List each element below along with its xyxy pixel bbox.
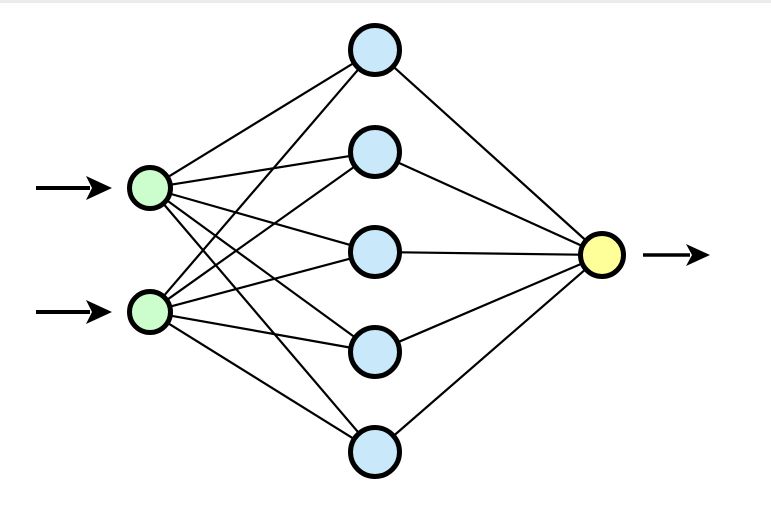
arrow-head bbox=[86, 176, 112, 200]
neuron-input-2[interactable] bbox=[127, 289, 173, 335]
connection-edge bbox=[392, 65, 587, 242]
connection-edge bbox=[167, 322, 355, 440]
connection-edge bbox=[170, 154, 351, 186]
arrow-head bbox=[86, 300, 112, 324]
neuron-hidden-3[interactable] bbox=[348, 225, 402, 279]
neuron-input-1[interactable] bbox=[127, 165, 173, 211]
connection-edge bbox=[162, 203, 360, 434]
edges-group bbox=[162, 62, 587, 440]
connection-edge bbox=[170, 257, 352, 308]
top-band-divider bbox=[0, 0, 771, 3]
connection-edge bbox=[170, 314, 351, 349]
input-arrow-bottom bbox=[36, 300, 112, 324]
nodes-group bbox=[127, 23, 626, 479]
neuron-hidden-5[interactable] bbox=[348, 425, 402, 479]
neuron-hidden-4[interactable] bbox=[348, 325, 402, 379]
connection-edge bbox=[397, 161, 583, 247]
arrows-group bbox=[36, 176, 710, 324]
neuron-output-1[interactable] bbox=[578, 231, 626, 279]
connection-edge bbox=[399, 251, 581, 256]
neuron-hidden-1[interactable] bbox=[348, 23, 402, 77]
output-arrow bbox=[643, 244, 710, 266]
connection-edge bbox=[169, 192, 352, 247]
connection-edge bbox=[166, 165, 356, 301]
connection-edge bbox=[393, 268, 587, 437]
input-arrow-top bbox=[36, 176, 112, 200]
connection-edge bbox=[162, 68, 360, 297]
arrow-head bbox=[686, 244, 710, 266]
connection-edge bbox=[167, 62, 355, 178]
connection-edge bbox=[397, 262, 583, 344]
connection-edge bbox=[166, 199, 356, 339]
neuron-hidden-2[interactable] bbox=[348, 125, 402, 179]
